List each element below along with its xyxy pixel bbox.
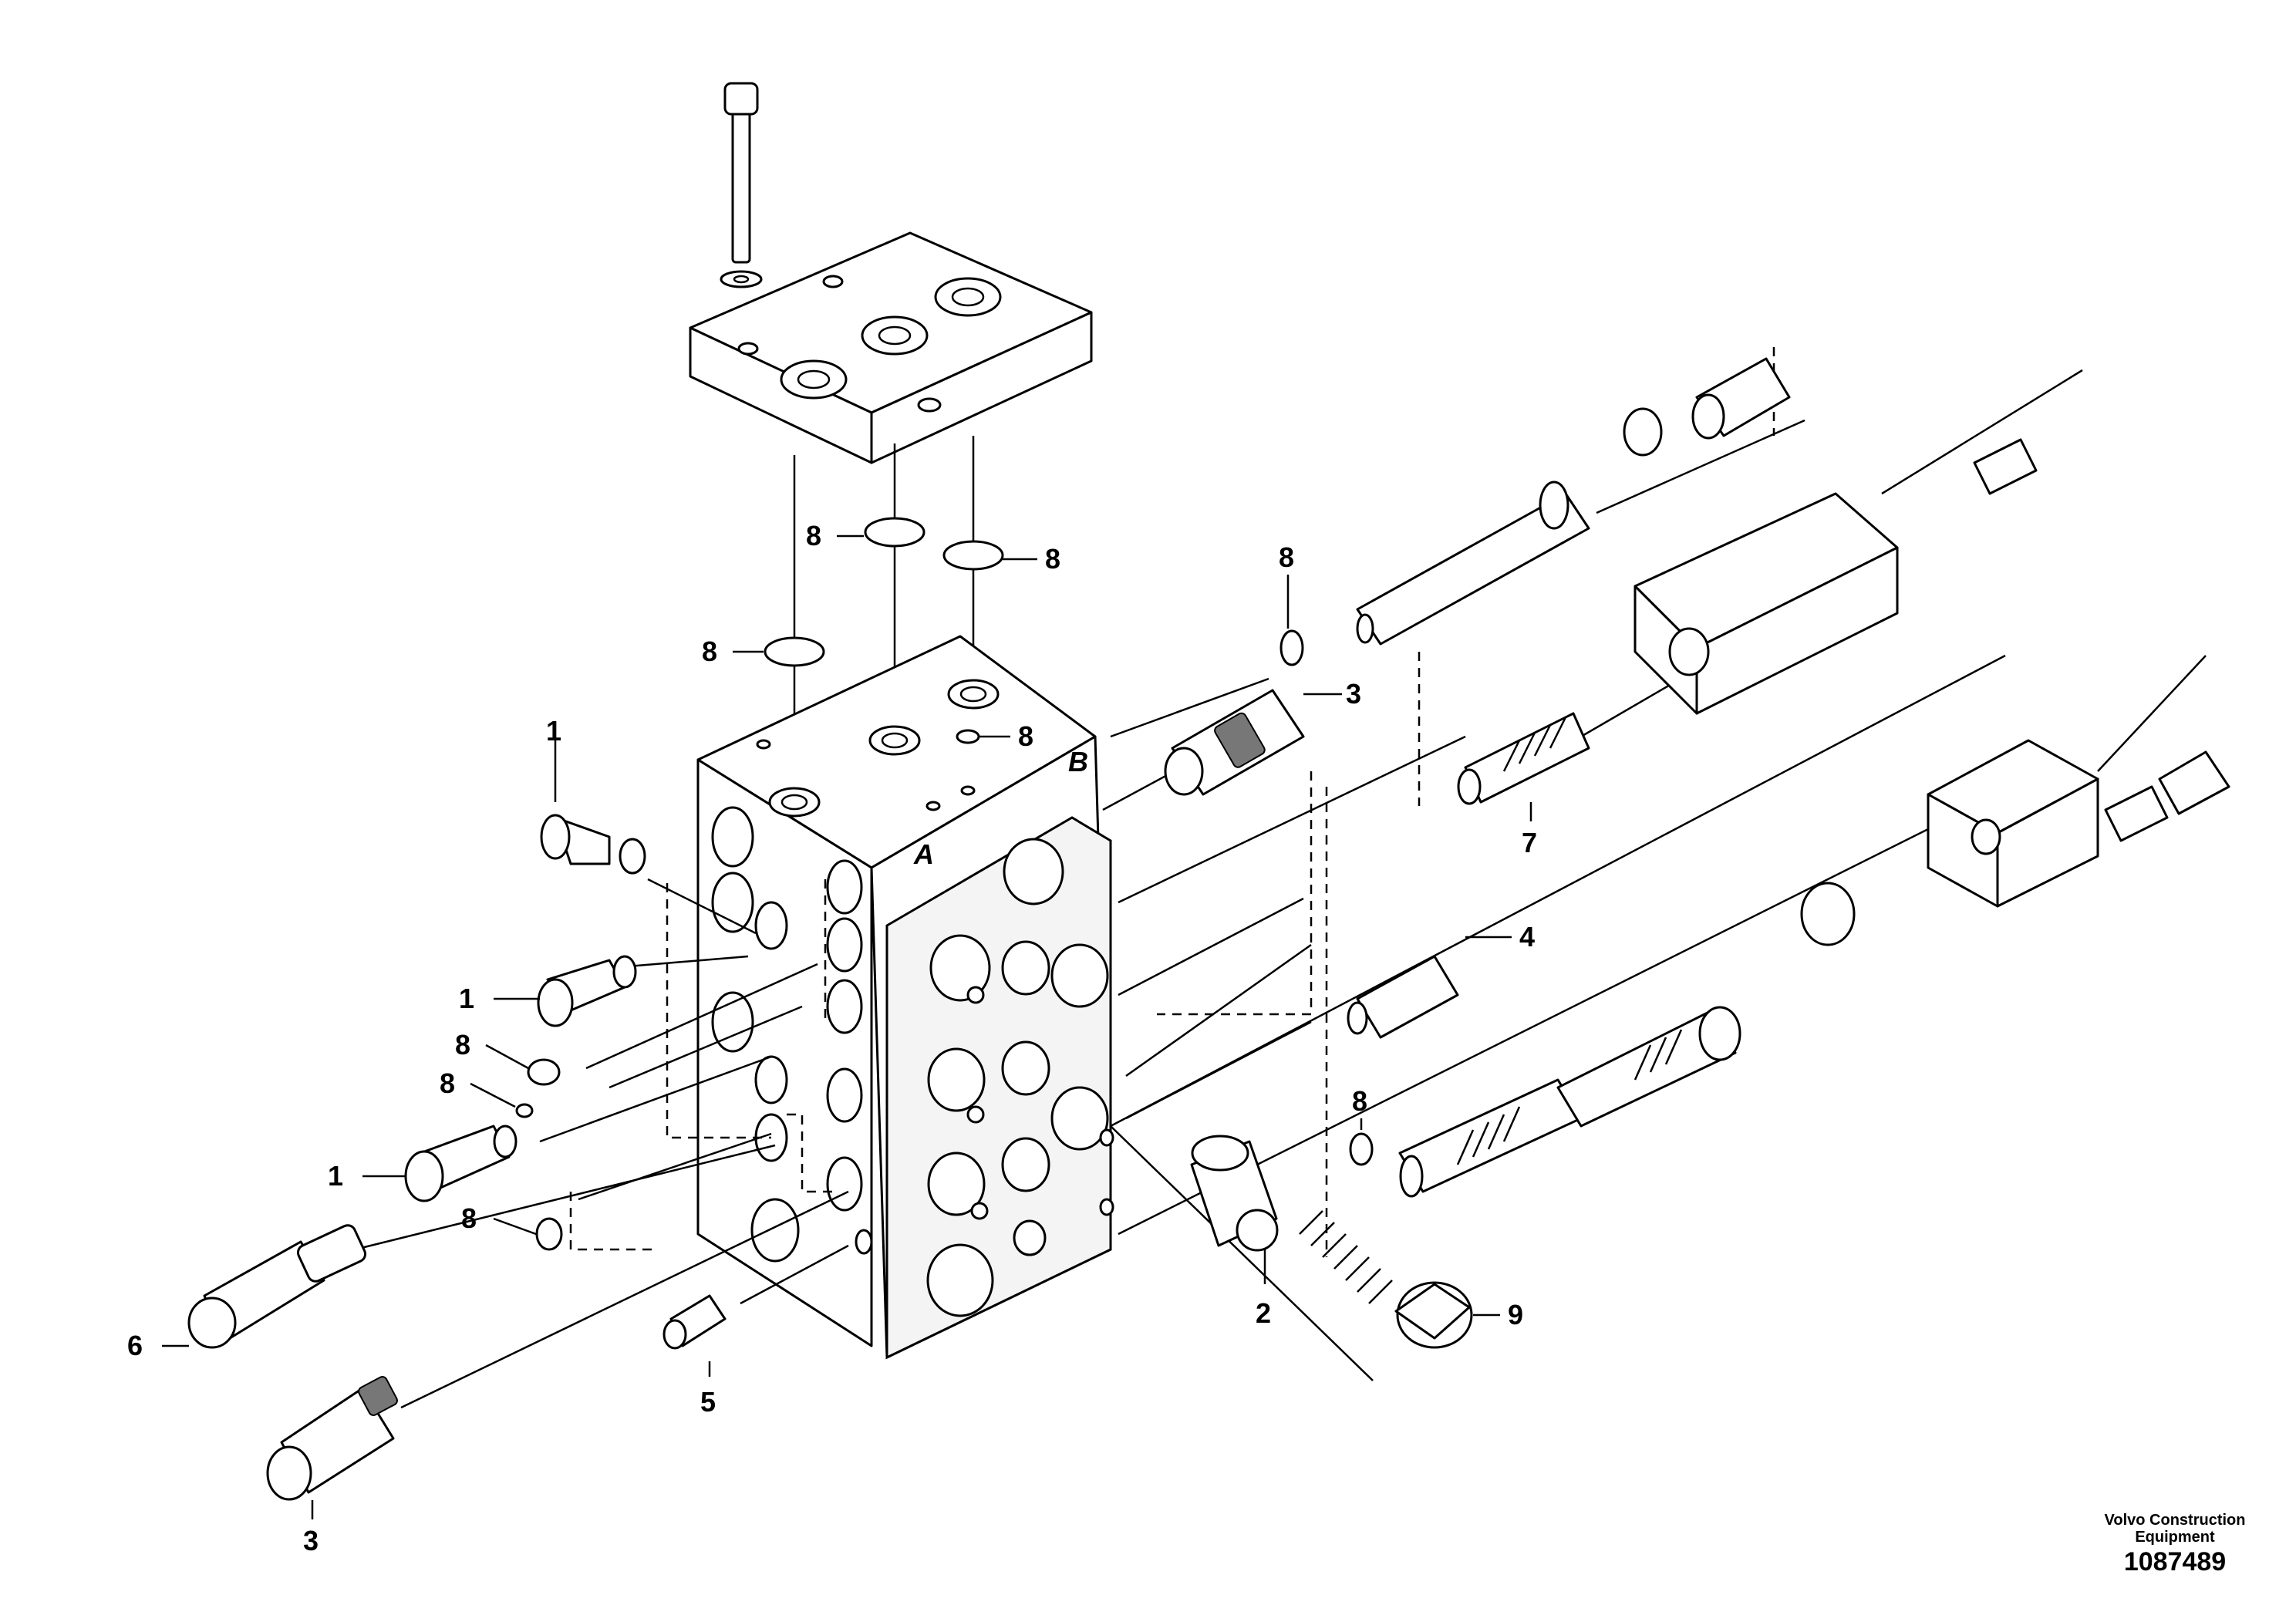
part-8-oring-lower (1349, 1132, 1374, 1166)
valve-block (696, 635, 1114, 1360)
port-label-a: A (913, 838, 934, 870)
housing-small (1927, 655, 2230, 908)
port-label-b: B (1068, 746, 1088, 777)
callout-1-bottom: 1 (328, 1160, 343, 1192)
part-1-middle (537, 955, 637, 1027)
housing-large (1633, 369, 2083, 715)
caption-company-line1: Volvo Construction (2104, 1512, 2246, 1529)
part-4-relief-valve (1347, 955, 1459, 1039)
callout-3-bottom: 3 (303, 1525, 319, 1556)
plate-o-rings (764, 517, 1004, 744)
callout-8-plate-right: 8 (1045, 543, 1060, 575)
left-o-rings (515, 1058, 563, 1251)
callout-1-top: 1 (546, 715, 561, 747)
caption-drawing-number: 1087489 (2123, 1547, 2227, 1576)
part-5-plug (663, 1294, 727, 1350)
part-3-bottom (266, 1376, 398, 1501)
assembly-outlines (569, 347, 1775, 1257)
part-7-spring (1457, 712, 1590, 805)
callout-labels: 1 1 1 2 3 3 4 5 6 7 8 8 8 8 8 8 8 8 8 9 (127, 520, 1537, 1556)
part-9-plug (1394, 1281, 1473, 1349)
part-8-oring-right (1279, 629, 1304, 666)
callout-leaders (162, 534, 1532, 1519)
callout-9: 9 (1508, 1299, 1523, 1330)
part-2-sleeve (1190, 1135, 1279, 1252)
spring-lower (1299, 1210, 1393, 1304)
callout-8-left-bottom: 8 (461, 1202, 477, 1234)
callout-2: 2 (1256, 1297, 1271, 1329)
callout-8-left-upper: 8 (455, 1029, 470, 1061)
callout-4: 4 (1519, 921, 1535, 953)
callout-8-right: 8 (1279, 541, 1294, 573)
part-6-valve (187, 1224, 367, 1349)
callout-6: 6 (127, 1330, 143, 1361)
upper-spool-assembly (1356, 357, 1791, 646)
callout-8-plate-left: 8 (806, 520, 821, 551)
callout-8-small-top: 8 (1018, 720, 1033, 752)
drawing-caption: Volvo Construction Equipment 1087489 (2082, 1512, 2267, 1578)
callout-8-lower-right: 8 (1352, 1085, 1367, 1117)
part-3-top (1164, 689, 1305, 796)
caption-company-line2: Equipment (2135, 1529, 2215, 1546)
callout-3-top: 3 (1346, 678, 1361, 710)
callout-8-left-lower: 8 (440, 1067, 455, 1099)
callout-7: 7 (1522, 827, 1537, 858)
cover-plate (689, 231, 1093, 464)
top-bolt (720, 82, 763, 288)
callout-8-block-top: 8 (702, 636, 717, 667)
part-1-top (540, 814, 646, 875)
callout-5: 5 (700, 1386, 716, 1418)
part-1-bottom (404, 1125, 518, 1202)
lower-spool-assembly (1398, 882, 1856, 1198)
callout-1-middle: 1 (459, 983, 474, 1014)
